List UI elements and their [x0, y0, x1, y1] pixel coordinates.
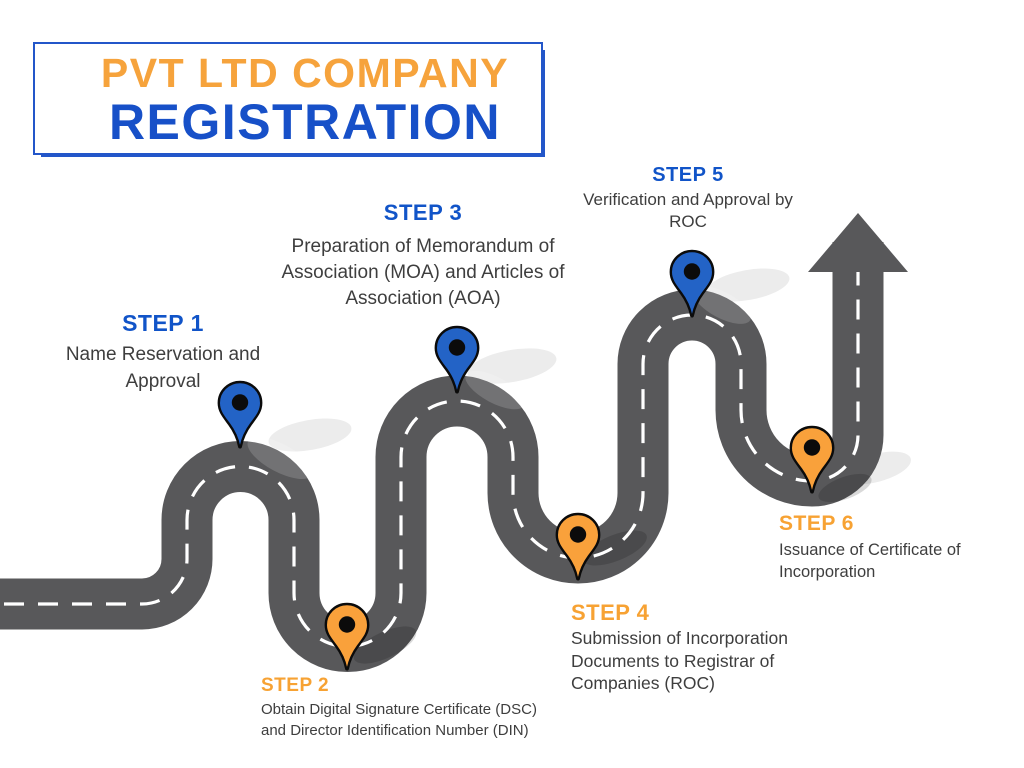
map-pin-step-1-icon [217, 380, 263, 449]
step-3-heading: STEP 3 [383, 200, 463, 225]
step-6-block: STEP 6 Issuance of Certificate of Incorp… [779, 512, 1009, 583]
map-pin-step-6-icon [789, 425, 835, 494]
step-2-text-line: and Director Identification Number (DIN) [261, 721, 529, 739]
step-6-text-line: Incorporation [779, 562, 876, 581]
map-pin-step-5-icon [669, 249, 715, 318]
arrow-up-icon [808, 213, 908, 272]
map-pin-step-2-icon [324, 602, 370, 671]
step-1-text-line: Name Reservation and [65, 344, 261, 365]
step-2-block: STEP 2 Obtain Digital Signature Certific… [261, 675, 581, 741]
step-6-text-line: Issuance of Certificate of [779, 541, 961, 559]
step-5-block: STEP 5 Verification and Approval by ROC [558, 164, 818, 233]
step-6-heading: STEP 6 [779, 512, 854, 535]
step-3-text-line: Association (MOA) and Articles of [281, 262, 565, 283]
step-3-text-line: Association (AOA) [345, 288, 501, 309]
title-line-1: PVT LTD COMPANY [100, 50, 510, 96]
step-4-text-line: Companies (ROC) [571, 673, 715, 693]
map-pin-step-4-icon [555, 512, 601, 581]
step-3-block: STEP 3 Preparation of Memorandum of Asso… [263, 200, 583, 312]
step-2-text-line: Obtain Digital Signature Certificate (DS… [261, 701, 537, 718]
step-1-text-line: Approval [125, 371, 201, 392]
step-5-text-line: Verification and Approval by [583, 190, 793, 209]
title-box: PVT LTD COMPANY REGISTRATION [33, 42, 543, 155]
step-1-block: STEP 1 Name Reservation and Approval [30, 310, 296, 395]
step-5-heading: STEP 5 [652, 164, 724, 186]
step-4-block: STEP 4 Submission of Incorporation Docum… [571, 600, 841, 695]
title-line-2: REGISTRATION [108, 94, 502, 150]
step-5-text-line: ROC [669, 212, 707, 231]
step-2-heading: STEP 2 [261, 675, 330, 696]
step-1-heading: STEP 1 [122, 310, 204, 336]
map-pin-step-3-icon [434, 325, 480, 394]
step-4-heading: STEP 4 [571, 600, 650, 625]
road-center-dashes [0, 250, 860, 649]
step-4-text-line: Documents to Registrar of [571, 650, 775, 671]
pin-shadow-smudges [247, 286, 872, 664]
step-4-text-line: Submission of Incorporation [571, 628, 788, 648]
step-3-text-line: Preparation of Memorandum of [291, 236, 555, 257]
